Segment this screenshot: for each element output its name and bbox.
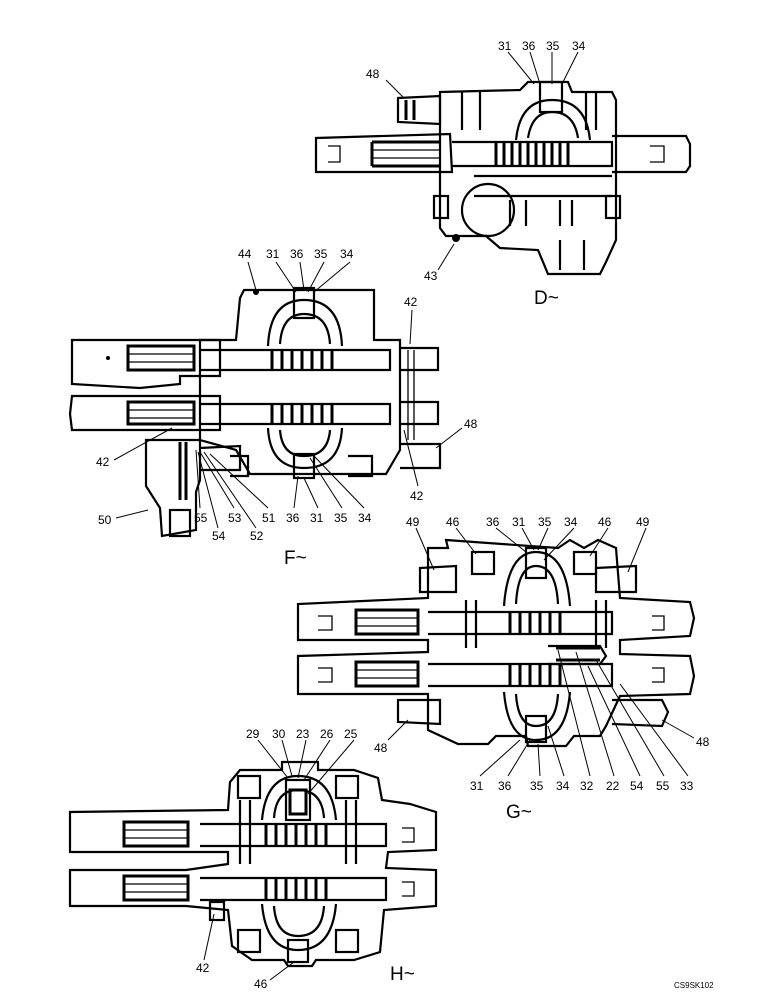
- callout-number: 22: [606, 779, 620, 793]
- callout-number: 46: [446, 515, 460, 529]
- callout-number: 35: [538, 515, 552, 529]
- callout-number: 36: [522, 39, 536, 53]
- callout-number: 31: [310, 511, 324, 525]
- callout-number: 42: [404, 295, 418, 309]
- callout-number: 31: [498, 39, 512, 53]
- view-label-d: D~: [534, 288, 559, 309]
- callout-number: 42: [410, 489, 424, 503]
- view-f-callouts: 44 31 36 35 34 42 42 48 42 50 55 54 53 5…: [96, 247, 478, 569]
- callout-number: 50: [98, 513, 112, 527]
- callout-number: 34: [340, 247, 354, 261]
- view-g-callouts: 49 46 36 31 35 34 46 49 48 31 36 35 34 3…: [374, 515, 710, 823]
- callout-number: 25: [344, 727, 358, 741]
- callout-number: 36: [290, 247, 304, 261]
- view-h-drawing: [68, 760, 438, 968]
- callout-number: 43: [424, 269, 438, 283]
- callout-number: 53: [228, 511, 242, 525]
- callout-number: 26: [320, 727, 334, 741]
- callout-number: 46: [254, 977, 268, 991]
- callout-number: 31: [266, 247, 280, 261]
- callout-number: 36: [498, 779, 512, 793]
- callout-number: 49: [636, 515, 650, 529]
- view-g-drawing: [296, 538, 696, 748]
- callout-number: 35: [546, 39, 560, 53]
- callout-number: 35: [334, 511, 348, 525]
- view-f-drawing: [68, 286, 442, 538]
- callout-number: 31: [470, 779, 484, 793]
- figure-reference-code: CS9SK102: [674, 981, 714, 990]
- callout-number: 44: [238, 247, 252, 261]
- callout-number: 55: [194, 511, 208, 525]
- view-label-g: G~: [506, 802, 532, 823]
- callout-number: 49: [406, 515, 420, 529]
- callout-number: 34: [556, 779, 570, 793]
- callout-number: 23: [296, 727, 310, 741]
- callout-number: 35: [530, 779, 544, 793]
- view-h-callouts: 29 30 23 26 25 42 46 H~: [196, 727, 415, 991]
- callout-number: 29: [246, 727, 260, 741]
- callout-number: 51: [262, 511, 276, 525]
- callout-number: 30: [272, 727, 286, 741]
- callout-number: 48: [366, 67, 380, 81]
- view-label-f: F~: [284, 548, 307, 569]
- callout-number: 55: [656, 779, 670, 793]
- view-d-callouts: 31 36 35 34 48 43 D~: [366, 39, 586, 309]
- view-d-drawing: [314, 80, 692, 276]
- callout-number: 46: [598, 515, 612, 529]
- callout-number: 31: [512, 515, 526, 529]
- callout-number: 34: [358, 511, 372, 525]
- callout-number: 35: [314, 247, 328, 261]
- callout-number: 48: [374, 741, 388, 755]
- callout-number: 42: [196, 961, 210, 975]
- callout-number: 54: [212, 529, 226, 543]
- callout-number: 52: [250, 529, 264, 543]
- callout-number: 34: [564, 515, 578, 529]
- callout-number: 32: [580, 779, 594, 793]
- callout-number: 34: [572, 39, 586, 53]
- callout-number: 48: [696, 735, 710, 749]
- callout-number: 48: [464, 417, 478, 431]
- callout-number: 36: [286, 511, 300, 525]
- view-label-h: H~: [390, 964, 415, 985]
- callout-number: 33: [680, 779, 694, 793]
- callout-number: 54: [630, 779, 644, 793]
- callout-number: 36: [486, 515, 500, 529]
- leader-lines: [113, 51, 695, 981]
- callout-number: 42: [96, 455, 110, 469]
